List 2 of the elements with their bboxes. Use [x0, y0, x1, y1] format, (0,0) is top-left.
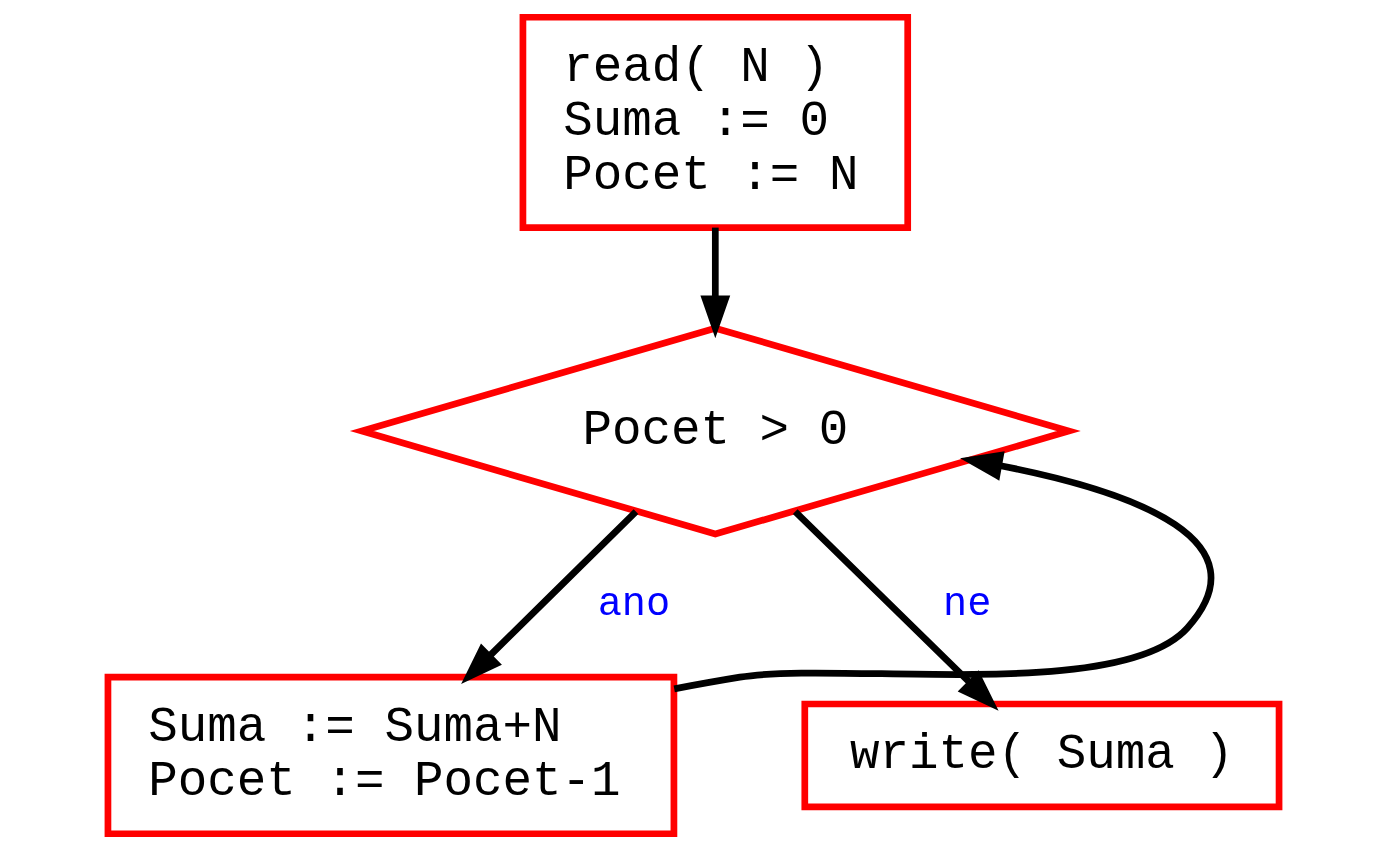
edge-label: ano	[597, 581, 671, 628]
edge-label: ne	[943, 581, 992, 628]
